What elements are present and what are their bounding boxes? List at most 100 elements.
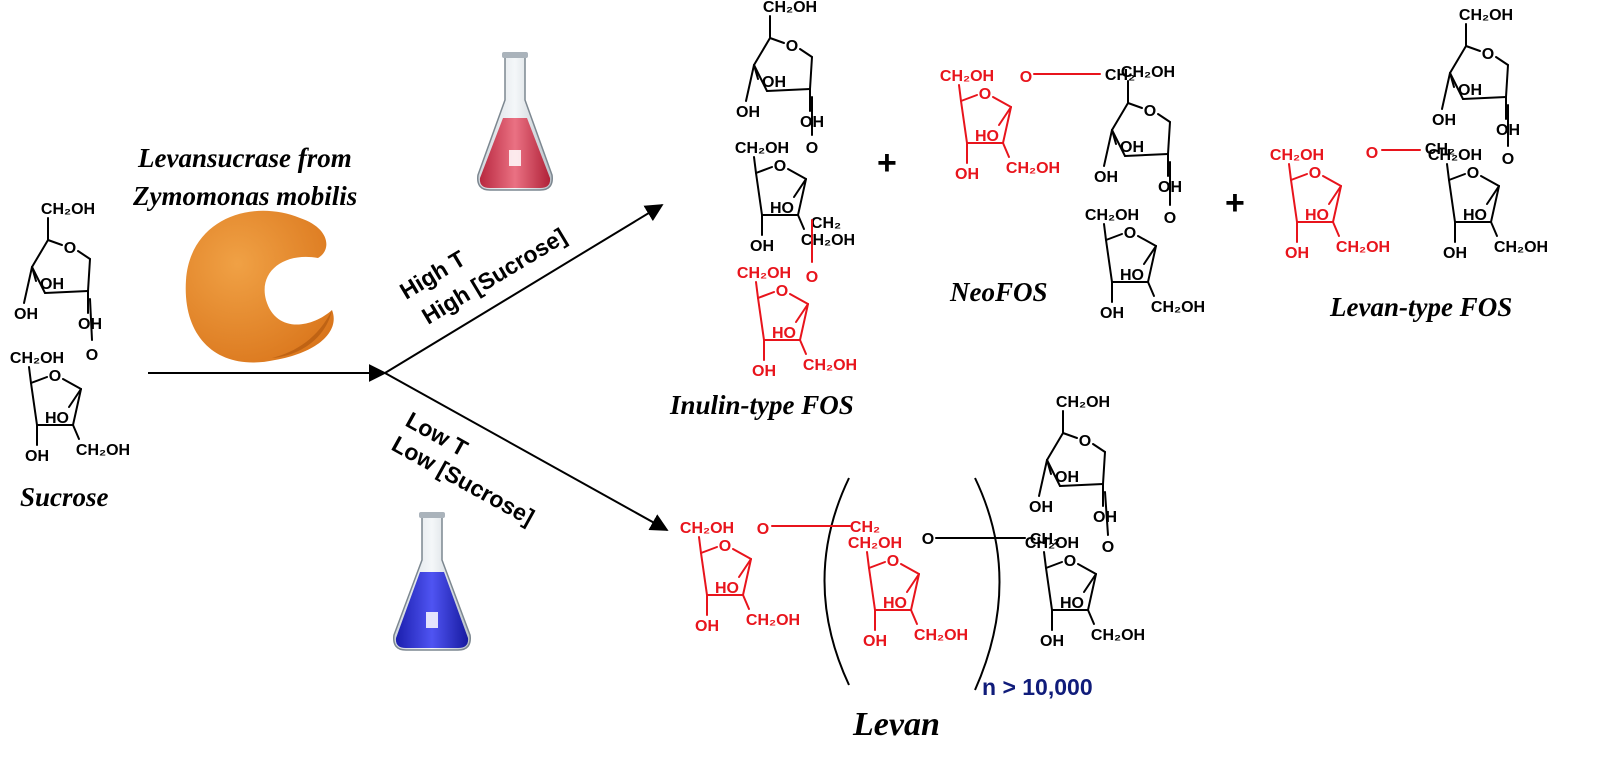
- group-label-ch2oh: CH₂OH: [1056, 394, 1110, 411]
- fructose-ring-bond: [868, 567, 876, 611]
- group-label-o: O: [1482, 46, 1494, 63]
- fructose-ring-bond: [1045, 561, 1063, 569]
- group-label-ho: HO: [1120, 267, 1144, 284]
- group-label-o: O: [1164, 210, 1176, 227]
- group-label-oh: OH: [695, 618, 719, 635]
- group-label-ch2: CH₂: [1425, 141, 1455, 158]
- fructose-ring-bond: [1290, 173, 1308, 181]
- fructose-substituent-bond: [1486, 185, 1500, 205]
- fructose-ring-bond: [789, 293, 809, 305]
- group-label-oh: OH: [1093, 509, 1117, 526]
- fructose-ring-bond: [72, 388, 82, 426]
- group-label-o: O: [1467, 165, 1479, 182]
- group-label-oh: OH: [1443, 245, 1467, 262]
- fructose-ring-bond: [1147, 245, 1157, 283]
- group-label-oh: OH: [1029, 499, 1053, 516]
- glucose-ring-bond: [31, 239, 49, 268]
- plus-sign-2: +: [1225, 184, 1245, 222]
- glucose-ring-bond: [77, 250, 91, 260]
- fructose-ring-bond: [900, 563, 920, 575]
- glucose-ring-bond: [87, 258, 91, 292]
- glucose-ring-bond: [47, 239, 63, 246]
- inulin-fos-label: Inulin-type FOS: [669, 390, 854, 420]
- group-label-oh: OH: [40, 276, 64, 293]
- levan-label: Levan: [852, 706, 940, 743]
- fructose-substituent-bond: [795, 303, 809, 323]
- fructose-substituent-bond: [958, 84, 962, 102]
- fructose-substituent-bond: [68, 388, 82, 408]
- glucose-ring-bond: [1505, 64, 1509, 98]
- fructose-substituent-bond: [742, 594, 750, 610]
- group-label-oh: OH: [750, 238, 774, 255]
- group-label-o: O: [1502, 151, 1514, 168]
- group-label-ch2oh: CH₂OH: [1151, 299, 1205, 316]
- group-label-oh: OH: [78, 316, 102, 333]
- group-label-ch2oh: CH₂OH: [1459, 7, 1513, 24]
- group-label-ho: HO: [770, 200, 794, 217]
- group-label-ch2: CH₂: [811, 215, 841, 232]
- group-label-ch2oh: CH₂OH: [41, 201, 95, 218]
- group-label-o: O: [49, 368, 61, 385]
- glucose-ring-bond: [769, 37, 785, 44]
- group-label-oh: OH: [1055, 469, 1079, 486]
- fructose-substituent-bond: [28, 366, 32, 384]
- fructose-ring-bond: [1322, 175, 1342, 187]
- fructose-substituent-bond: [799, 339, 807, 355]
- group-label-ho: HO: [1060, 595, 1084, 612]
- group-label-o: O: [1124, 225, 1136, 242]
- glucose-ring-bond: [1046, 432, 1064, 461]
- glucose-ring-bond: [766, 88, 811, 92]
- group-label-oh: OH: [1094, 169, 1118, 186]
- fructose-ring-bond: [868, 561, 886, 569]
- fructose-substituent-bond: [1288, 163, 1292, 181]
- group-label-o: O: [774, 158, 786, 175]
- group-label-o: O: [1020, 69, 1032, 86]
- fructose-ring-bond: [700, 546, 718, 554]
- group-label-oh: OH: [1100, 305, 1124, 322]
- group-label-ch2oh: CH₂OH: [940, 68, 994, 85]
- fructose-ring-bond: [1137, 235, 1157, 247]
- glucose-ring-bond: [44, 290, 89, 294]
- glucose-ring-bond: [1495, 56, 1509, 66]
- glucose-substituent-bond: [23, 266, 33, 304]
- blue-flask-icon: [393, 512, 471, 651]
- group-label-o: O: [1309, 165, 1321, 182]
- plus-sign-1: +: [877, 144, 897, 182]
- fructose-substituent-bond: [1087, 609, 1095, 625]
- fructose-ring-bond: [757, 291, 775, 299]
- glucose-ring-bond: [799, 48, 813, 58]
- group-label-o: O: [757, 521, 769, 538]
- glucose-ring-bond: [1059, 483, 1104, 487]
- fructose-ring-bond: [960, 100, 968, 144]
- group-label-ch2oh: CH₂OH: [1428, 147, 1482, 164]
- fructose-substituent-bond: [998, 106, 1012, 126]
- fructose-ring-bond: [1448, 173, 1466, 181]
- group-label-oh: OH: [1040, 633, 1064, 650]
- glucose-substituent-bond: [1046, 459, 1052, 475]
- neofos-label: NeoFOS: [949, 277, 1048, 307]
- group-label-ch2: CH₂: [1105, 67, 1135, 84]
- group-label-ch2oh: CH₂OH: [1025, 535, 1079, 552]
- group-label-oh: OH: [955, 166, 979, 183]
- fructose-substituent-bond: [753, 156, 757, 174]
- group-label-oh: OH: [1458, 82, 1482, 99]
- fructose-substituent-bond: [1490, 221, 1498, 237]
- group-label-o: O: [86, 347, 98, 364]
- levan-fos-label: Levan-type FOS: [1329, 292, 1512, 322]
- fructose-ring-bond: [910, 573, 920, 611]
- fructose-ring-bond: [1290, 179, 1298, 223]
- group-label-ch2oh: CH₂OH: [801, 232, 855, 249]
- group-label-oh: OH: [762, 74, 786, 91]
- group-label-ho: HO: [715, 580, 739, 597]
- fructose-substituent-bond: [738, 558, 752, 578]
- group-label-ch2oh: CH₂OH: [737, 265, 791, 282]
- glucose-substituent-bond: [753, 64, 759, 80]
- group-label-ch2: CH₂: [1030, 531, 1060, 548]
- fructose-ring-bond: [62, 378, 82, 390]
- fructose-substituent-bond: [1328, 185, 1342, 205]
- glycosidic-bond: [1104, 491, 1109, 536]
- glucose-ring-bond: [1127, 102, 1143, 109]
- fructose-ring-bond: [797, 178, 807, 216]
